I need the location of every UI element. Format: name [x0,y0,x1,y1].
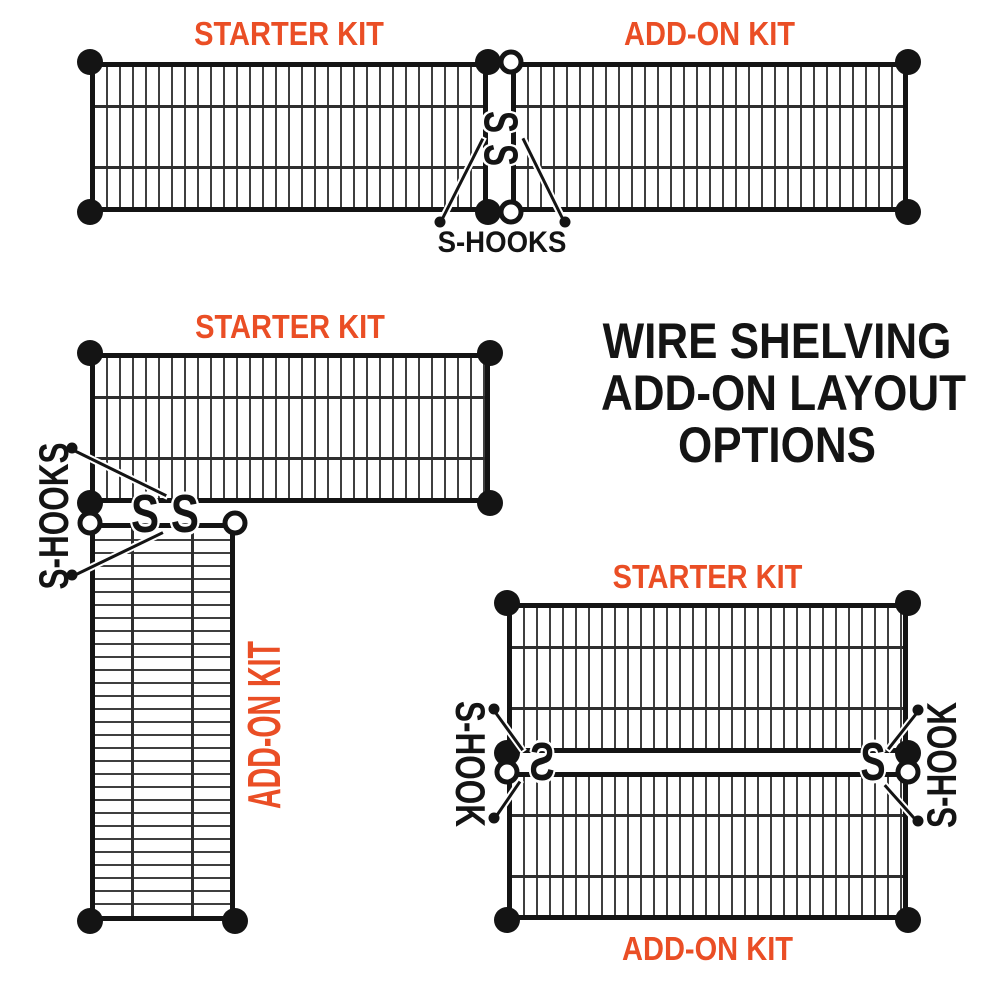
s-hook-pair-icon: S S [131,484,199,544]
shelf-wire-line [512,874,903,878]
shelf-wire-line [516,166,903,170]
corner-post-dot [895,907,921,933]
title-line-2: ADD-ON LAYOUT [601,365,967,421]
leader-dot [912,704,924,716]
corner-post-ring [498,49,524,75]
corner-post-dot [895,49,921,75]
parallel-shook-label-left: S-HOOK [447,701,494,827]
inline-shooks-label: S-HOOKS [437,226,567,259]
leader-dot [488,703,500,715]
shelf-wire-line [95,166,483,170]
corner-post-ring [895,759,921,785]
shelf-wire-line [512,707,903,711]
corner-post-ring [77,510,103,536]
corner-post-dot [222,908,248,934]
s-hook-icon: S [473,110,528,134]
inline-addon-panel [511,62,908,212]
shelf-wire-line [512,645,903,649]
corner-post-dot [477,340,503,366]
corner-post-dot [77,49,103,75]
corner-post-dot [895,199,921,225]
leader-dot [434,216,446,228]
shelf-wire-line [95,395,485,399]
parallel-starter-panel [507,603,908,753]
inline-addon-kit-label: ADD-ON KIT [624,15,795,52]
title-line-3: OPTIONS [677,417,877,473]
leader-dot [66,569,78,581]
leader-dot [66,442,78,454]
corner-post-dot [77,199,103,225]
s-hook-icon: S [860,732,886,792]
corner-post-ring [494,759,520,785]
shelf-wire-line [95,104,483,108]
corner-shooks-label: S-HOOKS [30,442,77,590]
s-hook-icon: S [473,143,528,167]
corner-addon-kit-label: ADD-ON KIT [238,641,290,809]
parallel-addon-panel [507,772,908,920]
parallel-addon-kit-label: ADD-ON KIT [622,930,793,967]
corner-post-dot [475,49,501,75]
inline-starter-kit-label: STARTER KIT [194,15,384,52]
corner-addon-panel [90,523,235,921]
corner-post-ring [222,510,248,536]
corner-starter-kit-label: STARTER KIT [195,308,385,345]
corner-post-dot [494,590,520,616]
corner-post-dot [895,590,921,616]
corner-post-dot [494,907,520,933]
leader-dot [488,812,500,824]
shelf-wire-line [95,457,485,461]
s-hook-icon: S [529,732,555,792]
shelf-wire-line [516,104,903,108]
corner-starter-panel [90,353,490,503]
parallel-starter-kit-label: STARTER KIT [612,558,803,595]
leader-dot [912,815,924,827]
parallel-shook-label-right: S-HOOK [918,702,965,828]
shelf-wire-line [131,528,135,916]
title-line-1: WIRE SHELVING [602,313,952,369]
corner-post-dot [77,908,103,934]
corner-post-ring [498,199,524,225]
diagram-title: WIRE SHELVING ADD-ON LAYOUT OPTIONS [601,313,967,473]
inline-starter-panel [90,62,488,212]
corner-post-dot [475,199,501,225]
shelf-wire-line [190,528,194,916]
shelf-wire-line [512,814,903,818]
leader-dot [559,216,571,228]
corner-post-dot [477,490,503,516]
corner-post-dot [77,340,103,366]
